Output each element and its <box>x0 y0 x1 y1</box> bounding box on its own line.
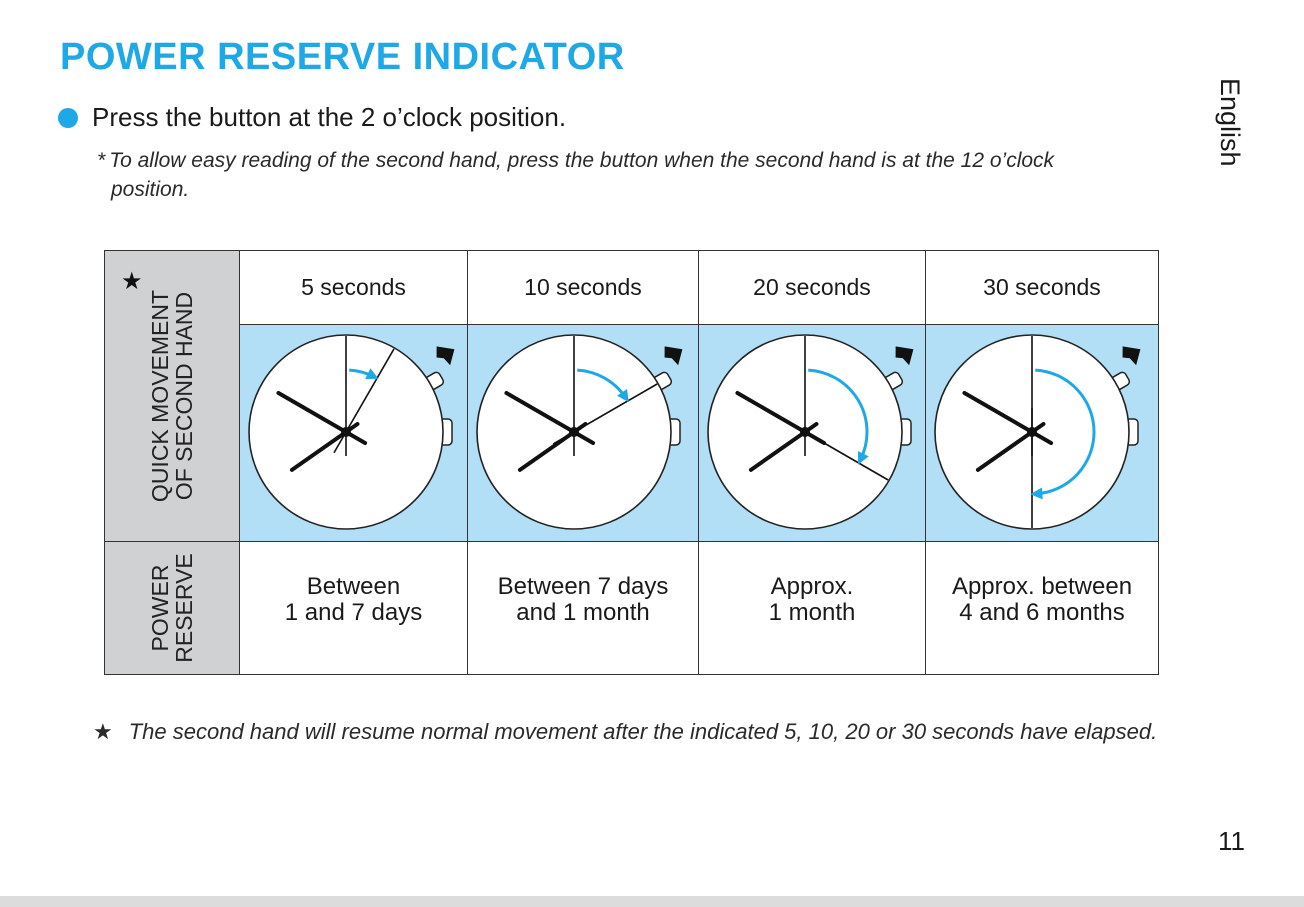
star-icon: ★ <box>93 719 113 744</box>
sweep-arrow-icon <box>1030 487 1043 500</box>
row-header-quick-text: QUICK MOVEMENT OF SECOND HAND <box>147 289 197 503</box>
reserve-line1: Between <box>306 573 401 600</box>
page-title: POWER RESERVE INDICATOR <box>60 36 625 78</box>
sweep-arc <box>808 368 869 460</box>
sweep-arrow-icon <box>365 368 379 380</box>
center-cap <box>1027 427 1037 437</box>
row-header-reserve-text: POWER RESERVE <box>147 553 197 663</box>
reserve-line2: 1 month <box>768 599 856 626</box>
language-tab: English <box>1215 78 1245 167</box>
column-header-5: 5 seconds <box>240 251 468 325</box>
reserve-line2: 4 and 6 months <box>959 599 1125 626</box>
sweep-arrow-icon <box>857 451 869 465</box>
sweep-arc <box>1035 368 1096 496</box>
center-cap <box>569 427 579 437</box>
press-pointer-icon <box>1122 346 1141 366</box>
hour-hand <box>504 391 596 445</box>
watch-dial-10 <box>476 334 683 530</box>
row-header-reserve-line1: POWER <box>147 564 173 652</box>
instruction: Press the button at the 2 o’clock positi… <box>58 102 566 133</box>
page-number: 11 <box>1218 826 1245 856</box>
note-line1: To allow easy reading of the second hand… <box>109 149 1055 172</box>
press-pointer-icon <box>436 346 455 366</box>
center-cap <box>341 427 351 437</box>
note-mark: * <box>97 149 106 172</box>
instruction-text: Press the button at the 2 o’clock positi… <box>92 102 567 132</box>
column-header-30: 30 seconds <box>926 251 1158 325</box>
row-header-power-reserve: POWER RESERVE <box>105 542 240 674</box>
reserve-line2: 1 and 7 days <box>284 599 423 626</box>
watch-dial-5 <box>248 334 455 530</box>
reserve-line2: and 1 month <box>516 599 650 626</box>
center-cap <box>800 427 810 437</box>
hour-hand <box>962 391 1054 445</box>
blue-dot-icon <box>58 107 78 128</box>
dial-cell-20 <box>699 325 926 541</box>
note: *To allow easy reading of the second han… <box>97 146 1207 204</box>
hour-hand <box>276 391 368 445</box>
row-header-quick-line2: OF SECOND HAND <box>171 291 197 501</box>
footnote-text: The second hand will resume normal movem… <box>128 719 1158 744</box>
dial-band <box>240 325 1158 542</box>
footnote: ★ The second hand will resume normal mov… <box>93 720 1213 744</box>
reserve-line1: Approx. <box>770 573 854 600</box>
reserve-cell-5: Between 1 and 7 days <box>240 542 468 674</box>
reserve-cell-30: Approx. between 4 and 6 months <box>926 542 1158 674</box>
press-pointer-icon <box>895 346 914 366</box>
sweep-arrow-icon <box>617 389 629 403</box>
reserve-cell-10: Between 7 days and 1 month <box>468 542 699 674</box>
press-pointer-icon <box>664 346 683 366</box>
watch-dial-20 <box>707 334 914 530</box>
dial-cell-5 <box>240 325 468 541</box>
watch-dial-30 <box>934 334 1141 530</box>
reserve-line1: Between 7 days <box>497 573 669 600</box>
note-line2: position. <box>111 178 190 201</box>
column-header-10: 10 seconds <box>468 251 699 325</box>
row-header-quick-movement: ★ QUICK MOVEMENT OF SECOND HAND <box>105 251 240 542</box>
row-header-quick-line1: QUICK MOVEMENT <box>147 289 173 503</box>
bottom-edge <box>0 896 1304 907</box>
column-header-20: 20 seconds <box>699 251 926 325</box>
reserve-cell-20: Approx. 1 month <box>699 542 926 674</box>
row-header-reserve-line2: RESERVE <box>171 553 197 663</box>
dial-cell-10 <box>468 325 699 541</box>
dial-cell-30 <box>926 325 1158 541</box>
reserve-line1: Approx. between <box>951 573 1133 600</box>
star-icon: ★ <box>121 268 143 295</box>
power-reserve-table: ★ QUICK MOVEMENT OF SECOND HAND POWER RE… <box>104 250 1159 675</box>
